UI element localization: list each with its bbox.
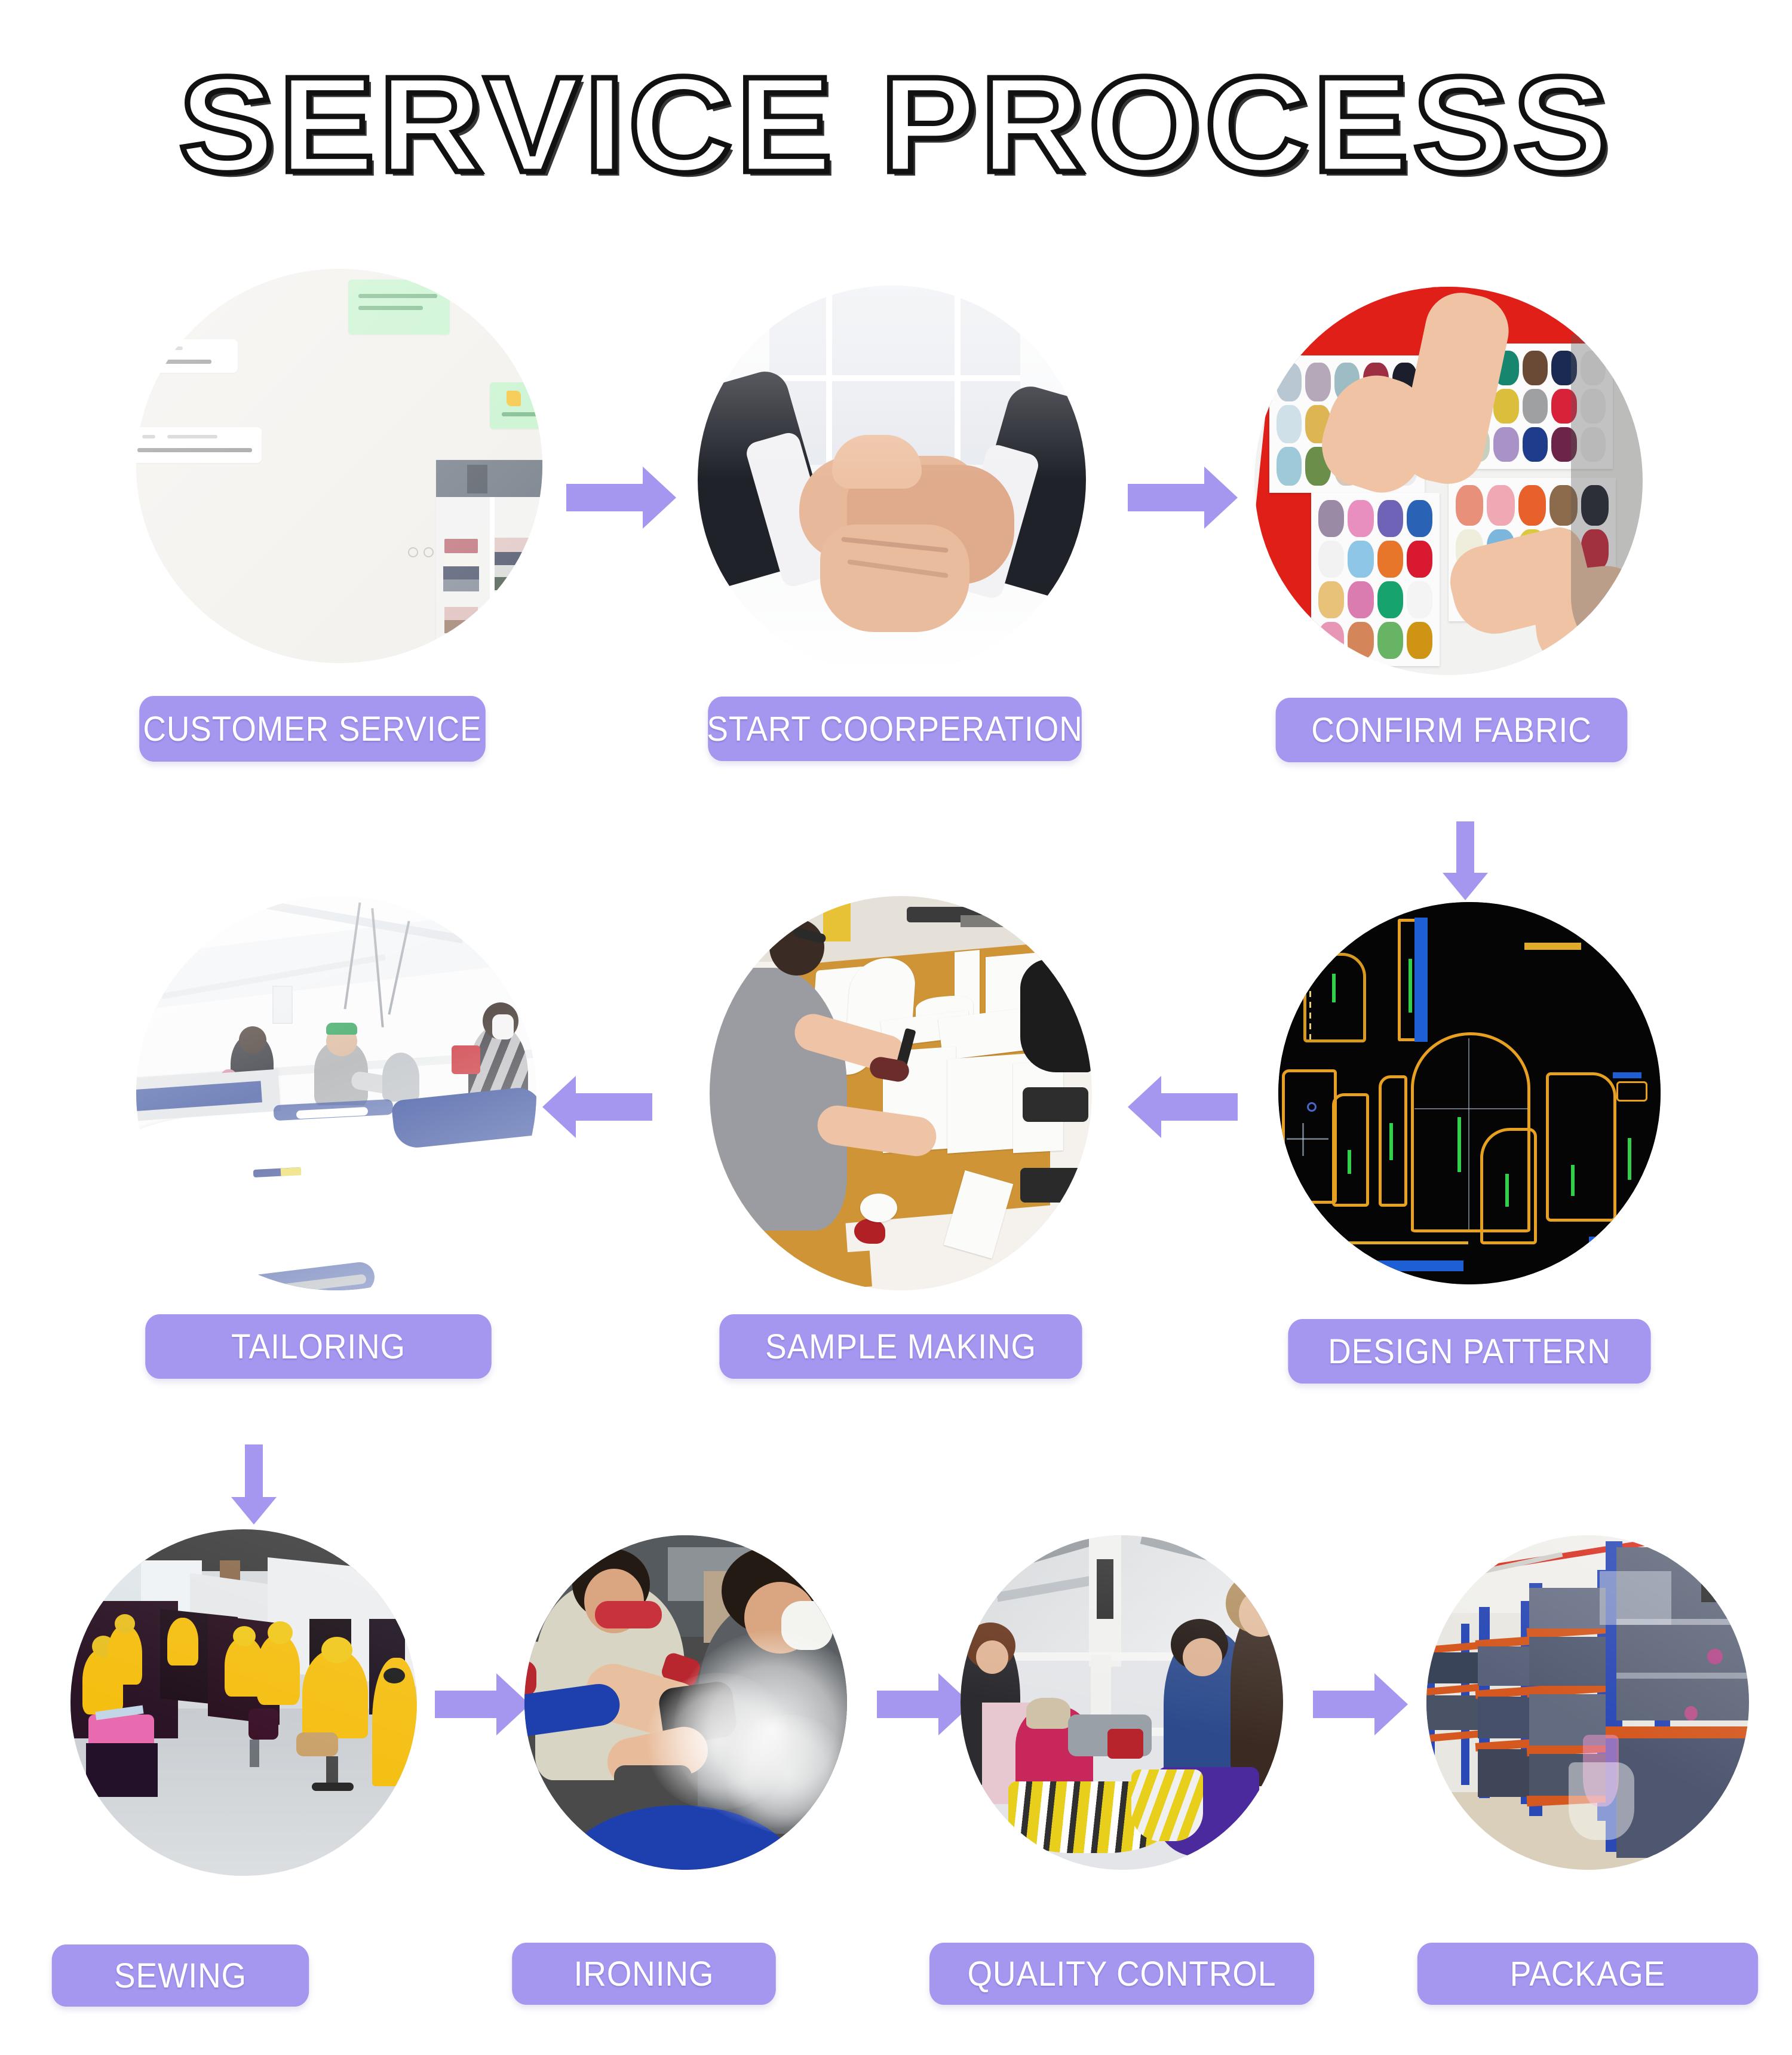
process-step-confirm-fabric[interactable]: CONFIRM FABRIC [1254,287,1643,762]
process-step-ironing[interactable]: IRONING [512,1535,847,2005]
step-label-package: PACKAGE [1417,1943,1759,2005]
handshake-photo [698,286,1086,674]
warehouse-photo [1426,1535,1749,1870]
step-label-design-pattern: DESIGN PATTERN [1288,1319,1651,1384]
process-step-customer-service[interactable]: CUSTOMER SERVICE [136,269,542,762]
page-title: SERVICE PROCESS [176,49,1613,201]
inspection-photo [961,1535,1283,1870]
process-step-tailoring[interactable]: TAILORING [136,896,536,1379]
step-label-customer-service: CUSTOMER SERVICE [139,696,486,762]
arrow-sewing-to-iron-icon [435,1691,498,1718]
cad-pattern-screen [1278,902,1661,1284]
page-header: SERVICE PROCESS [0,49,1792,201]
process-step-sewing[interactable]: SEWING [51,1529,417,2007]
step-label-quality-control: QUALITY CONTROL [929,1943,1314,2005]
step-label-sewing: SEWING [51,1944,309,2007]
arrow-fabric-to-design-icon [1456,821,1474,874]
process-step-start-coorperation[interactable]: START COORPERATION [698,286,1086,761]
step-label-start-coorperation: START COORPERATION [707,697,1082,761]
arrow-coop-to-fabric-icon [1128,484,1205,511]
process-step-quality-control[interactable]: QUALITY CONTROL [929,1535,1314,2005]
process-step-sample-making[interactable]: SAMPLE MAKING [710,896,1092,1379]
steam-ironing-photo [524,1535,847,1870]
fabric-swatch-photo [1254,287,1643,675]
arrow-sample-to-tailor-icon [575,1093,652,1121]
arrow-cs-to-coop-icon [566,484,644,511]
process-step-design-pattern[interactable]: DESIGN PATTERN [1278,902,1661,1384]
arrow-tailor-to-sewing-icon [245,1444,263,1498]
arrow-design-to-sample-icon [1160,1093,1238,1121]
sewing-line-photo [70,1529,417,1876]
cutting-room-photo [136,896,536,1290]
step-label-sample-making: SAMPLE MAKING [719,1314,1082,1379]
arrow-iron-to-qc-icon [877,1691,940,1718]
pattern-making-photo [710,896,1092,1290]
arrow-qc-to-package-icon [1313,1691,1376,1718]
process-step-package[interactable]: PACKAGE [1417,1535,1759,2005]
step-label-ironing: IRONING [512,1943,776,2005]
step-label-confirm-fabric: CONFIRM FABRIC [1275,698,1628,762]
chat-screenshot [136,269,542,663]
step-label-tailoring: TAILORING [145,1314,492,1379]
